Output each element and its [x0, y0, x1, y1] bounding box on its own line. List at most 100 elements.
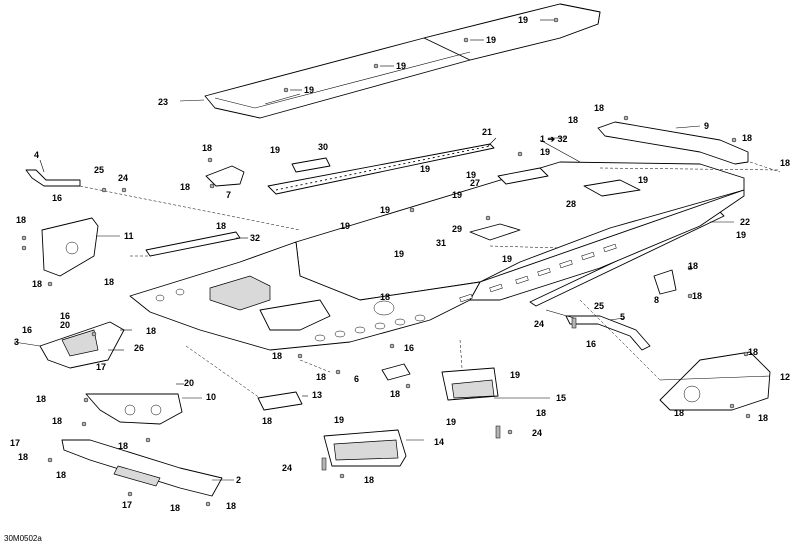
callout-19: 19	[334, 415, 344, 425]
callout-24: 24	[532, 428, 542, 438]
leader-lines	[13, 19, 771, 481]
callout-19: 19	[394, 249, 404, 259]
callout-19: 19	[518, 15, 528, 25]
deck-slots	[459, 243, 617, 303]
callout-24: 24	[118, 173, 128, 183]
bracket-11	[41, 217, 99, 277]
callout-18: 18	[262, 416, 272, 426]
callout-16: 16	[22, 325, 32, 335]
callout-18: 18	[758, 413, 768, 423]
callout-18: 18	[674, 408, 684, 418]
callout-19: 19	[270, 145, 280, 155]
callout-19: 19	[540, 147, 550, 157]
callout-18: 18	[780, 158, 790, 168]
callout-16: 16	[586, 339, 596, 349]
fasteners	[21, 17, 751, 507]
bracket-10	[85, 393, 183, 425]
callout-30: 30	[318, 142, 328, 152]
bracket-12	[659, 351, 771, 411]
callout-18: 18	[104, 277, 114, 287]
document-code: 30M0502a	[4, 534, 42, 543]
callout-32: 32	[250, 233, 260, 243]
callout-18: 18	[316, 372, 326, 382]
bracket-15	[441, 367, 499, 401]
callout-19: 19	[736, 230, 746, 240]
callout-22: 22	[740, 217, 750, 227]
callout-19: 19	[510, 370, 520, 380]
bracket-5	[565, 315, 651, 351]
callout-19: 19	[420, 164, 430, 174]
callout-18: 18	[202, 143, 212, 153]
callout-18: 18	[692, 291, 702, 301]
lower-rail-2	[61, 439, 223, 497]
bracket-4	[25, 169, 81, 187]
callout-18: 18	[568, 115, 578, 125]
floor-holes	[155, 288, 426, 342]
bracket-27	[497, 167, 549, 185]
callout-7: 7	[226, 190, 231, 200]
callout-19: 19	[304, 85, 314, 95]
callout-19: 19	[638, 175, 648, 185]
callout-18: 18	[56, 470, 66, 480]
callout-18: 18	[146, 326, 156, 336]
callout-11: 11	[124, 231, 134, 241]
callout-24: 24	[534, 319, 544, 329]
callout-19: 19	[340, 221, 350, 231]
tunnel-frame	[129, 161, 745, 351]
callout-29: 29	[452, 224, 462, 234]
callout-9: 9	[704, 121, 709, 131]
callout-28: 28	[566, 199, 576, 209]
callout-18: 18	[364, 475, 374, 485]
bar-32	[145, 231, 241, 257]
callout-18: 18	[36, 394, 46, 404]
callout-20: 20	[60, 320, 70, 330]
callout-18: 18	[226, 501, 236, 511]
callout-18: 18	[180, 182, 190, 192]
bracket-8	[653, 269, 677, 295]
callout-20: 20	[184, 378, 194, 388]
callout-19: 19	[486, 35, 496, 45]
callout-19: 19	[502, 254, 512, 264]
callout-18: 18	[18, 452, 28, 462]
callout-17: 17	[96, 362, 106, 372]
assembly-guides	[79, 161, 781, 399]
callout-16: 16	[52, 193, 62, 203]
callout-18: 18	[536, 408, 546, 418]
callout-1-32: 1 ➔ 32	[540, 134, 568, 144]
callout-18: 18	[748, 347, 758, 357]
callout-19: 19	[466, 170, 476, 180]
bracket-29	[469, 223, 521, 241]
callout-21: 21	[482, 127, 492, 137]
callout-18: 18	[52, 416, 62, 426]
callout-18: 18	[32, 279, 42, 289]
callout-19: 19	[396, 61, 406, 71]
callout-24: 24	[282, 463, 292, 473]
callout-18: 18	[390, 389, 400, 399]
bracket-14	[323, 429, 407, 467]
callout-27: 27	[470, 178, 480, 188]
callout-10: 10	[206, 392, 216, 402]
callout-18: 18	[688, 261, 698, 271]
callout-23: 23	[158, 97, 168, 107]
callout-5: 5	[620, 312, 625, 322]
callout-13: 13	[312, 390, 322, 400]
callout-16: 16	[404, 343, 414, 353]
callout-17: 17	[10, 438, 20, 448]
callout-26: 26	[134, 343, 144, 353]
callout-31: 31	[436, 238, 446, 248]
callout-15: 15	[556, 393, 566, 403]
callout-19: 19	[380, 205, 390, 215]
callout-18: 18	[216, 221, 226, 231]
callout-16: 16	[60, 311, 70, 321]
callout-25: 25	[94, 165, 104, 175]
bracket-13	[257, 391, 303, 411]
callout-17: 17	[122, 500, 132, 510]
callout-18: 18	[272, 351, 282, 361]
callout-3: 3	[14, 337, 19, 347]
rear-bracket	[597, 121, 749, 165]
callout-labels: 23 19 19 19 19 18 18 9 18 18 1 ➔ 32 21 3…	[10, 15, 790, 513]
callout-14: 14	[434, 437, 444, 447]
bracket-7	[205, 165, 245, 187]
